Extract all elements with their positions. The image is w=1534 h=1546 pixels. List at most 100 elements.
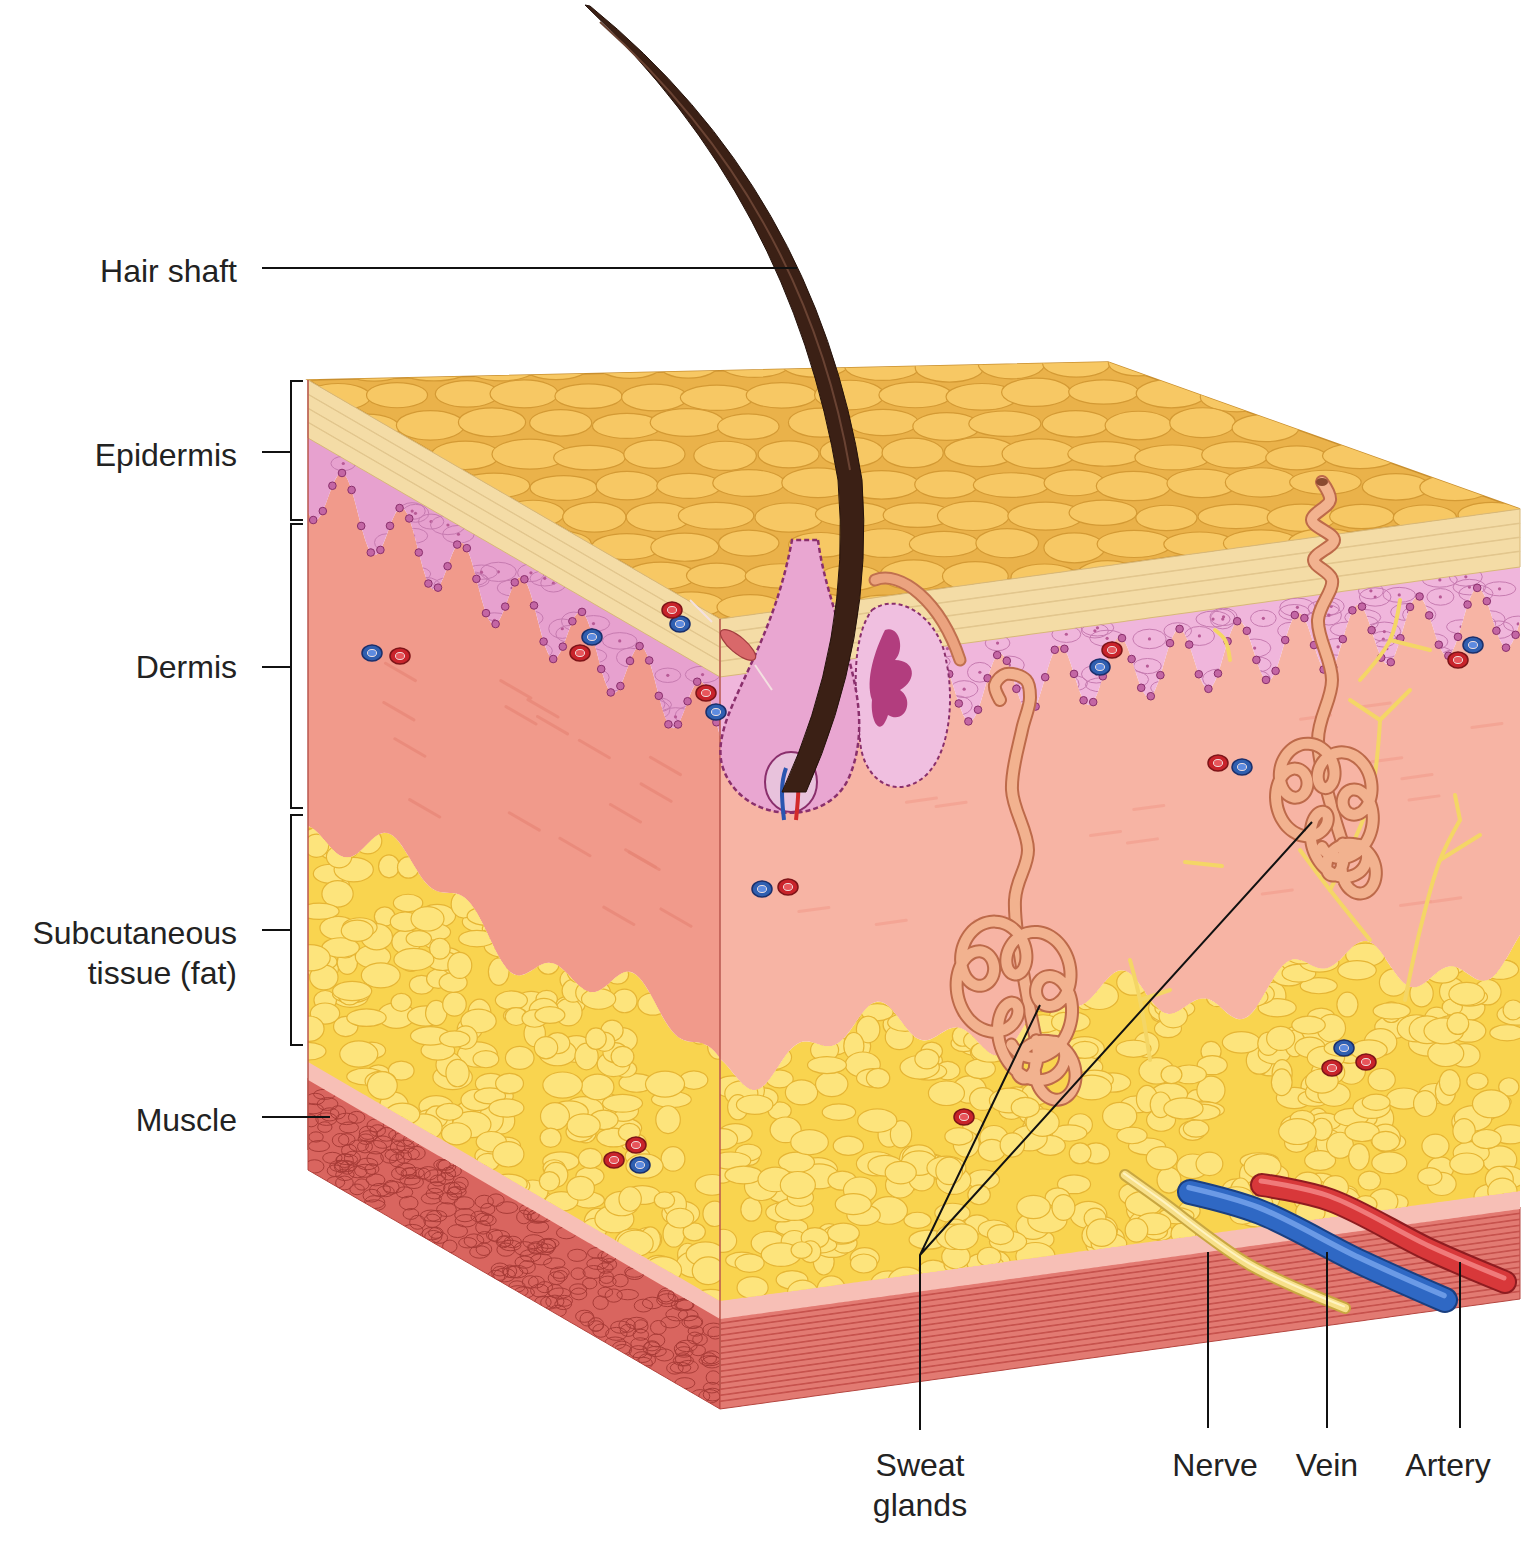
vein-section (1334, 1040, 1354, 1056)
fat-globule (1164, 1098, 1203, 1119)
muscle-cell (531, 1254, 552, 1265)
muscle-cell (703, 1382, 720, 1393)
fat-globule (459, 930, 495, 947)
dermis-fiber (560, 838, 590, 855)
surface-cell (1490, 352, 1534, 377)
vein-section (362, 645, 382, 661)
basal-cell (329, 482, 337, 490)
artery-trunk-outline (1262, 1185, 1505, 1282)
muscle-cell (666, 1308, 688, 1321)
cell-nucleus (648, 703, 651, 706)
cell-nucleus (996, 641, 999, 644)
cell-nucleus (1354, 658, 1357, 661)
cell-nucleus (1062, 701, 1065, 704)
fat-globule (785, 1018, 810, 1035)
muscle-cell (678, 1309, 698, 1320)
epidermis-cell (400, 528, 428, 543)
surface-cell (1232, 414, 1299, 441)
epidermis-cell (950, 681, 978, 698)
cell-nucleus (1010, 733, 1013, 736)
epidermis-cell (434, 578, 463, 593)
sebaceous-duct (875, 578, 960, 660)
cell-nucleus (1488, 618, 1491, 621)
fat-globule (467, 907, 507, 926)
dermis-fiber (1409, 796, 1439, 800)
surface-cell (1363, 411, 1424, 438)
basal-cell (1454, 633, 1462, 641)
muscle-cell (316, 1113, 337, 1126)
fat-globule (488, 958, 509, 985)
basal-cell (1349, 607, 1357, 615)
surface-cell (1392, 379, 1459, 409)
fat-globule (710, 1229, 737, 1252)
basal-cell (1483, 597, 1491, 605)
cell-nucleus (1517, 622, 1520, 625)
muscle-cell (339, 1134, 355, 1146)
fat-globule (443, 992, 467, 1016)
part-label: Vein (1267, 1445, 1387, 1485)
epidermis-cell (1453, 579, 1486, 595)
vein-section (630, 1157, 650, 1173)
fat-globule (326, 846, 351, 868)
corneum-line (308, 394, 720, 634)
surface-cell (848, 409, 918, 435)
fat-globule (808, 1057, 847, 1074)
muscle-cell (454, 1177, 468, 1189)
epidermis-cell (644, 700, 670, 719)
fat-globule (406, 931, 431, 947)
fat-globule (1349, 1144, 1370, 1170)
basal-cell (626, 657, 634, 665)
fat-globule (1472, 1090, 1510, 1118)
fat-globule (504, 914, 538, 941)
basal-cell (434, 584, 442, 592)
cell-nucleus (447, 583, 450, 586)
cell-nucleus (674, 743, 677, 746)
fat-globule (1372, 1152, 1407, 1174)
fat-globule (736, 1095, 773, 1114)
muscle-cell (650, 1320, 666, 1334)
surface-cell (1424, 352, 1487, 377)
fat-globule (397, 857, 419, 879)
fat-globule (1285, 944, 1319, 964)
surface-cell (1323, 385, 1393, 411)
layer-label: Subcutaneous tissue (fat) (7, 913, 237, 993)
basal-cell (1214, 670, 1222, 678)
epidermis-cell (1484, 621, 1513, 639)
surface-cell (1354, 353, 1430, 380)
fat-globule (725, 1166, 762, 1184)
fat-globule (828, 1223, 860, 1243)
cell-nucleus (989, 719, 992, 722)
epidermis-cell (1081, 620, 1114, 636)
vessel-lumen (758, 886, 767, 893)
epidermis-cell (400, 567, 431, 581)
surface-cell (458, 408, 525, 437)
muscle-cell (448, 1225, 468, 1238)
artery-trunk-body (1262, 1185, 1505, 1282)
surface-cell (554, 445, 626, 470)
basal-cell (1118, 634, 1126, 642)
basal-cell (348, 486, 356, 494)
vessel-lumen (576, 650, 585, 657)
basal-cell (1128, 655, 1136, 663)
epidermis-cell (616, 695, 650, 710)
epidermis-cell (1471, 616, 1496, 630)
basal-cell (965, 718, 973, 726)
muscle-cell (524, 1207, 540, 1220)
basal-cell (993, 651, 1001, 659)
muscle-cell (614, 1344, 632, 1356)
surface-cell (755, 503, 823, 532)
muscle-cell (568, 1249, 587, 1261)
layer-label: Epidermis (7, 435, 237, 475)
muscle-cell (528, 1276, 544, 1288)
dermis-fiber (509, 813, 539, 830)
epidermis-cell (1468, 661, 1503, 678)
fat-globule (1267, 1026, 1295, 1050)
cell-nucleus (963, 688, 966, 691)
cell-nucleus (457, 533, 460, 536)
cell-nucleus (617, 703, 620, 706)
muscle-cell (682, 1316, 702, 1328)
muscle-cell (504, 1236, 521, 1247)
basal-cell (569, 617, 577, 625)
surface-cell (758, 441, 819, 468)
fat-globule (735, 1254, 764, 1272)
